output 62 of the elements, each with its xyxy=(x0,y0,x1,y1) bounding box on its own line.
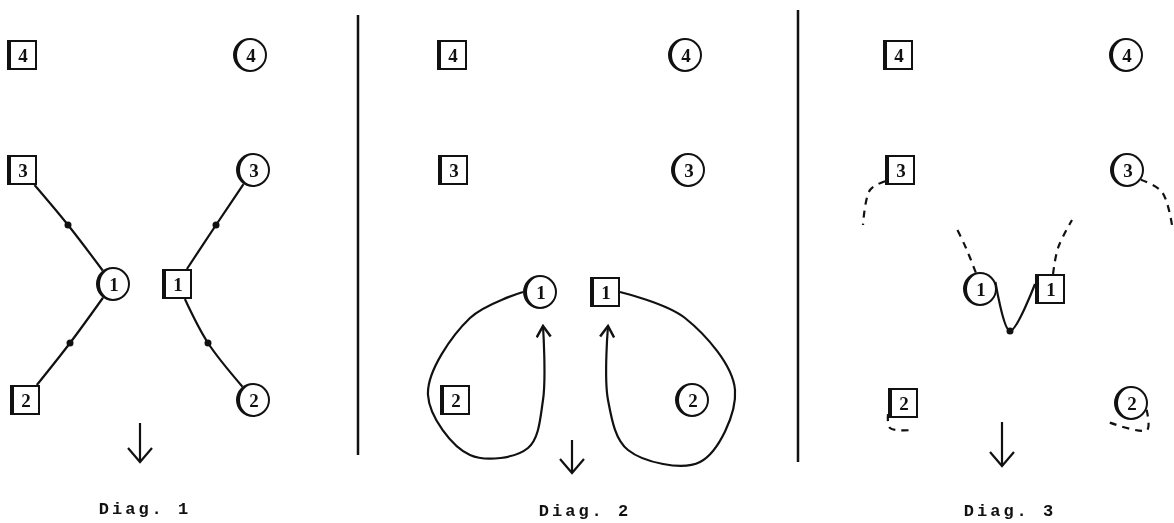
dashed-path-line xyxy=(861,180,886,226)
man-square xyxy=(10,385,40,415)
dashed-path-line xyxy=(1107,409,1150,432)
man-square xyxy=(7,40,37,70)
path-line xyxy=(598,290,737,467)
woman-circle xyxy=(233,38,267,72)
man-square xyxy=(438,155,468,185)
dashed-path-line xyxy=(1140,178,1174,226)
man-square xyxy=(437,40,467,70)
woman-circle xyxy=(1109,38,1143,72)
woman-circle xyxy=(1110,153,1144,187)
diagram-caption: Diag. 3 xyxy=(963,502,1057,521)
position-number: 3 xyxy=(1123,160,1133,180)
position-number: 1 xyxy=(536,282,546,302)
man-square xyxy=(162,269,192,299)
position-number: 4 xyxy=(18,45,28,65)
position-number: 3 xyxy=(449,160,459,180)
position-number: 2 xyxy=(21,390,31,410)
position-number: 2 xyxy=(899,393,909,413)
position-number: 4 xyxy=(246,45,256,65)
man-square xyxy=(883,40,913,70)
man-square xyxy=(7,155,37,185)
woman-circle xyxy=(668,38,702,72)
position-number: 2 xyxy=(451,390,461,410)
woman-circle xyxy=(236,383,270,417)
path-line xyxy=(186,183,245,270)
man-square xyxy=(590,277,620,307)
man-square xyxy=(1035,274,1065,304)
path-line xyxy=(426,290,552,460)
woman-circle xyxy=(523,275,557,309)
path-line xyxy=(33,184,104,272)
position-number: 3 xyxy=(249,160,259,180)
position-number: 4 xyxy=(448,45,458,65)
man-square xyxy=(888,388,918,418)
position-number: 4 xyxy=(681,45,691,65)
position-number: 4 xyxy=(894,45,904,65)
position-number: 1 xyxy=(601,282,611,302)
position-number: 4 xyxy=(1122,45,1132,65)
path-line xyxy=(183,298,244,388)
position-number: 3 xyxy=(896,160,906,180)
man-square xyxy=(440,385,470,415)
woman-circle xyxy=(236,153,270,187)
position-number: 1 xyxy=(976,279,986,299)
path-line xyxy=(36,297,104,386)
position-number: 1 xyxy=(109,274,119,294)
position-number: 1 xyxy=(173,274,183,294)
woman-circle xyxy=(963,272,997,306)
position-number: 2 xyxy=(249,390,259,410)
position-number: 3 xyxy=(684,160,694,180)
woman-circle xyxy=(96,267,130,301)
position-number: 1 xyxy=(1046,279,1056,299)
position-number: 2 xyxy=(688,390,698,410)
man-square xyxy=(885,155,915,185)
woman-circle xyxy=(675,383,709,417)
woman-circle xyxy=(1114,386,1148,420)
position-number: 2 xyxy=(1127,393,1137,413)
position-number: 3 xyxy=(18,160,28,180)
woman-circle xyxy=(671,153,705,187)
diagram-caption: Diag. 1 xyxy=(98,500,192,519)
path-line xyxy=(994,281,1037,333)
dashed-path-line xyxy=(1051,219,1073,275)
diagram-caption: Diag. 2 xyxy=(538,502,632,521)
